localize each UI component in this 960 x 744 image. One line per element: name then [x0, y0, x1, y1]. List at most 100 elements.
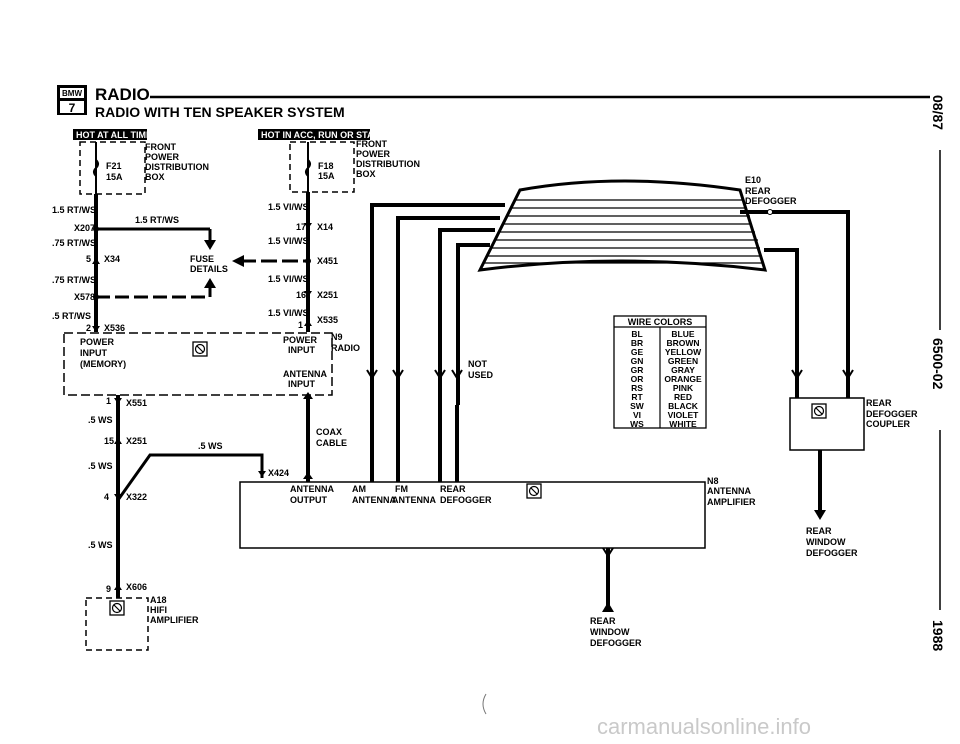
not-used-1: NOT: [468, 359, 488, 369]
down-arrow: [204, 240, 216, 250]
logo-text: BMW: [62, 89, 82, 98]
amp-label-output: OUTPUT: [290, 495, 328, 505]
coupler-label-3: COUPLER: [866, 419, 911, 429]
legend-code: SW: [630, 401, 645, 411]
pin-15: 15: [104, 436, 114, 446]
wire-label: .5 RT/WS: [52, 311, 91, 321]
fuse-details-l1: FUSE: [190, 254, 214, 264]
connector-x14: [304, 223, 312, 229]
connector-x606-label: X606: [126, 582, 147, 592]
fuse-f21-symbol: [93, 159, 99, 177]
pin-4: 4: [104, 492, 109, 502]
left-arrow: [232, 255, 244, 267]
legend-color: GREEN: [668, 356, 698, 366]
coupler-label-2: DEFOGGER: [866, 409, 918, 419]
radio-module-box: [63, 332, 333, 396]
connector-x251: [304, 291, 312, 297]
radio-ground-icon: [192, 341, 208, 357]
left-box-l2: POWER: [145, 152, 180, 162]
chevron-7: [602, 547, 614, 558]
radio-pin-left-2: INPUT: [80, 348, 108, 358]
scan-mark: [482, 693, 487, 715]
right-box-l4: BOX: [356, 169, 376, 179]
legend-code: GR: [631, 365, 644, 375]
side-section: 6500-02: [930, 338, 946, 390]
hifi-name-1: HIFI: [150, 605, 167, 615]
right-box-l2: POWER: [356, 149, 391, 159]
up-arrow-bottom: [602, 602, 614, 612]
hot-tag-left: [73, 129, 147, 140]
connector-x251-label: X251: [317, 290, 338, 300]
fuse-f21-amps: 15A: [106, 172, 123, 182]
rear-window-bottom-2: WINDOW: [590, 627, 630, 637]
wire-label: 1.5 RT/WS: [135, 215, 179, 225]
amp-label-defogger: DEFOGGER: [440, 495, 492, 505]
connector-x536: [92, 326, 100, 332]
defogger-name-1: REAR: [745, 186, 771, 196]
legend-color: BLUE: [671, 329, 694, 339]
connector-x535-label: X535: [317, 315, 338, 325]
connector-x322: [114, 494, 122, 500]
hifi-name-2: AMPLIFIER: [150, 615, 199, 625]
right-box-l3: DISTRIBUTION: [356, 159, 420, 169]
wire-label: .5 WS: [88, 461, 113, 471]
legend-code: BR: [631, 338, 643, 348]
splice-x451: [305, 258, 311, 264]
amp-label-rear: REAR: [440, 484, 466, 494]
rear-window-right-2: WINDOW: [806, 537, 846, 547]
rear-window-right-3: DEFOGGER: [806, 548, 858, 558]
connector-x551: [114, 398, 122, 404]
legend-color: PINK: [673, 383, 694, 393]
coupler-output-arrow: [814, 510, 826, 520]
pin-17: 17: [296, 222, 306, 232]
legend-color: ORANGE: [664, 374, 702, 384]
connector-x551-label: X551: [126, 398, 147, 408]
connector-x424: [258, 471, 266, 477]
defogger-feed-wire: [740, 210, 850, 398]
rear-window-bottom-3: DEFOGGER: [590, 638, 642, 648]
radio-pin-right-1: POWER: [283, 335, 318, 345]
page-subtitle: RADIO WITH TEN SPEAKER SYSTEM: [95, 104, 345, 120]
amplifier-id: N8: [707, 476, 719, 486]
chevron-5: [791, 369, 803, 380]
pin-1-lower: 1: [106, 396, 111, 406]
legend-color: BLACK: [668, 401, 699, 411]
wire-label: .5 WS: [88, 415, 113, 425]
defogger-antenna-wires: [370, 203, 505, 482]
memory-wire: [116, 453, 264, 501]
connector-x535: [304, 320, 312, 326]
wire-label: 1.5 VI/WS: [268, 274, 309, 284]
coax-arrow-bottom: [303, 472, 313, 479]
pin-5: 5: [86, 254, 91, 264]
wire-label: .5 WS: [198, 441, 223, 451]
chevron-3: [434, 369, 446, 380]
radio-name: RADIO: [331, 343, 360, 353]
wire-label: 1.5 VI/WS: [268, 308, 309, 318]
rear-window-defogger-grid: [477, 179, 768, 272]
rear-window-right-1: REAR: [806, 526, 832, 536]
fuse-f18-symbol: [305, 159, 311, 177]
wire-label: .5 WS: [88, 540, 113, 550]
amp-label-am: AM: [352, 484, 366, 494]
legend-code: VI: [633, 410, 641, 420]
watermark: carmanualsonline.info: [597, 714, 811, 739]
right-box-l1: FRONT: [356, 139, 387, 149]
wire-label: 1.5 VI/WS: [268, 202, 309, 212]
fuse-f18-amps: 15A: [318, 171, 335, 181]
coax-label-1: COAX: [316, 427, 342, 437]
defogger-terminal: [767, 209, 773, 215]
splice-x451-label: X451: [317, 256, 338, 266]
pin-9: 9: [106, 584, 111, 594]
connector-x251-lower: [114, 438, 122, 444]
chevron-1: [366, 369, 378, 380]
legend-color: RED: [674, 392, 692, 402]
coax-label-2: CABLE: [316, 438, 347, 448]
radio-pin-left-3: (MEMORY): [80, 359, 126, 369]
amp-label-antenna: ANTENNA: [290, 484, 334, 494]
legend-color: BROWN: [666, 338, 699, 348]
radio-pin-right-3: ANTENNA: [283, 369, 327, 379]
wire-label: 1.5 VI/WS: [268, 236, 309, 246]
splice-x207-label: X207: [74, 223, 95, 233]
